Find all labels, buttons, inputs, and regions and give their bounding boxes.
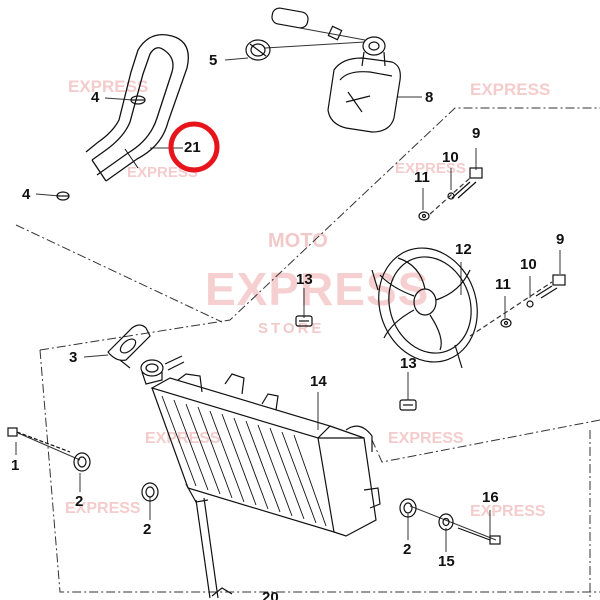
grommet-part-2b — [141, 482, 159, 502]
boundary-frame-upper — [15, 224, 223, 323]
callout-11a: 11 — [414, 169, 430, 186]
callout-9b: 9 — [556, 231, 565, 248]
callout-13b: 13 — [400, 355, 417, 372]
callout-12: 12 — [455, 241, 472, 258]
cap-part-5 — [245, 39, 271, 61]
callout-15: 15 — [438, 553, 455, 570]
washer-part-15 — [438, 513, 454, 531]
grommet-part-13b — [399, 399, 417, 411]
bolt-part-1 — [7, 427, 71, 453]
leader-5 — [224, 57, 249, 61]
axis-lower-fastener — [469, 281, 553, 337]
callout-8: 8 — [425, 89, 434, 106]
clip-part-4a — [130, 95, 146, 105]
leader-top-hose — [299, 27, 366, 41]
callout-4b: 4 — [22, 186, 31, 203]
bolt-part-9a — [451, 167, 483, 199]
boundary-frame-right — [371, 419, 600, 463]
callout-16: 16 — [482, 489, 499, 506]
washer-part-11b — [500, 318, 512, 328]
washer-part-10a — [447, 192, 455, 200]
top-hose-stub — [271, 7, 343, 41]
axis-upper-fastener — [429, 177, 471, 215]
callout-4a: 4 — [91, 89, 100, 106]
hose-part-21 — [85, 33, 189, 182]
callout-20: 20 — [262, 589, 279, 600]
callout-1: 1 — [11, 457, 20, 474]
callout-21: 21 — [184, 139, 201, 156]
grommet-part-2c — [399, 498, 417, 518]
leader-4b — [35, 193, 61, 197]
bolt-part-9b — [535, 274, 566, 299]
callout-3: 3 — [69, 349, 78, 366]
filler-neck — [140, 355, 185, 385]
cap-part-3 — [107, 324, 151, 369]
callout-2a: 2 — [75, 493, 84, 510]
washer-part-11a — [418, 211, 430, 221]
callout-13a: 13 — [296, 271, 313, 288]
boundary-lines — [15, 107, 600, 600]
bolt-part-16 — [457, 527, 501, 545]
callout-2c: 2 — [403, 541, 412, 558]
leader-4a — [104, 97, 134, 101]
clip-part-20 — [211, 587, 233, 597]
callout-14: 14 — [310, 373, 327, 390]
grommet-part-2a — [73, 452, 91, 472]
callout-2b: 2 — [143, 521, 152, 538]
radiator-part-14 — [150, 373, 381, 599]
leader-3 — [83, 354, 109, 358]
grommet-part-13a — [295, 315, 313, 327]
boundary-frame-main — [39, 107, 600, 351]
callout-10a: 10 — [442, 149, 459, 166]
callout-11b: 11 — [495, 276, 511, 293]
boundary-frame-left — [39, 349, 600, 593]
leader-top-clip — [264, 41, 366, 49]
fan-part-12 — [371, 247, 478, 369]
callout-5: 5 — [209, 52, 218, 69]
reservoir-part-8 — [327, 36, 401, 133]
leader-bolt-1 — [17, 432, 81, 461]
callout-10b: 10 — [520, 256, 537, 273]
leader-lines — [15, 27, 561, 552]
washer-part-10b — [526, 300, 534, 308]
highlight-circle-21 — [168, 121, 220, 173]
callout-9a: 9 — [472, 125, 481, 142]
clip-part-4b — [56, 191, 70, 201]
